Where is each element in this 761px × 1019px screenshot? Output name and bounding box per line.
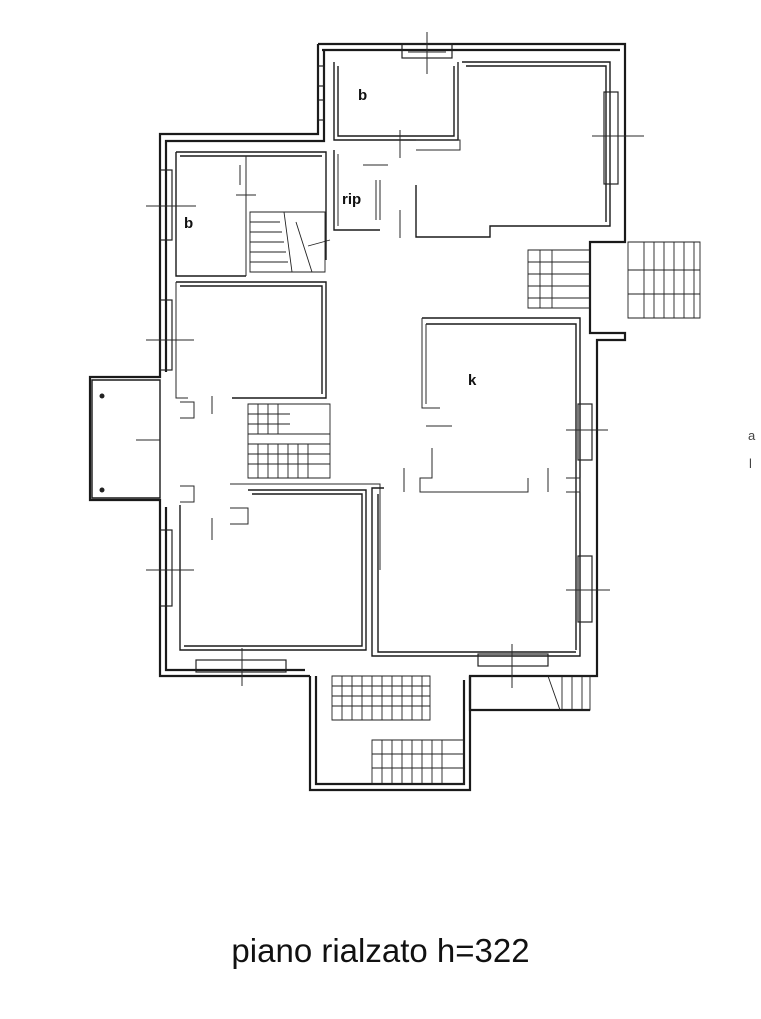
windows xyxy=(146,32,644,688)
room-ripostiglio: rip xyxy=(333,130,401,238)
edge-mark-l: l xyxy=(749,456,752,471)
room-left-middle xyxy=(175,281,327,399)
stair-right-external xyxy=(527,241,701,319)
room-bath-left: b xyxy=(175,151,327,277)
edge-mark-a: a xyxy=(748,428,756,443)
room-bath-top: b xyxy=(333,62,459,141)
floor-caption: piano rialzato h=322 xyxy=(231,932,530,969)
room-label-kitchen: k xyxy=(468,372,477,389)
room-left-lower xyxy=(179,396,381,651)
stair-central xyxy=(247,403,331,479)
outer-walls xyxy=(88,42,627,792)
stair-left-bath xyxy=(249,211,331,273)
room-label-bath-left: b xyxy=(184,215,193,232)
stair-bottom xyxy=(331,675,591,785)
room-label-ripostiglio: rip xyxy=(342,191,361,208)
room-kitchen: k xyxy=(371,317,581,657)
room-label-bath-top: b xyxy=(358,87,367,104)
room-bedroom-top-right xyxy=(415,61,611,238)
entrance-block xyxy=(91,379,161,499)
